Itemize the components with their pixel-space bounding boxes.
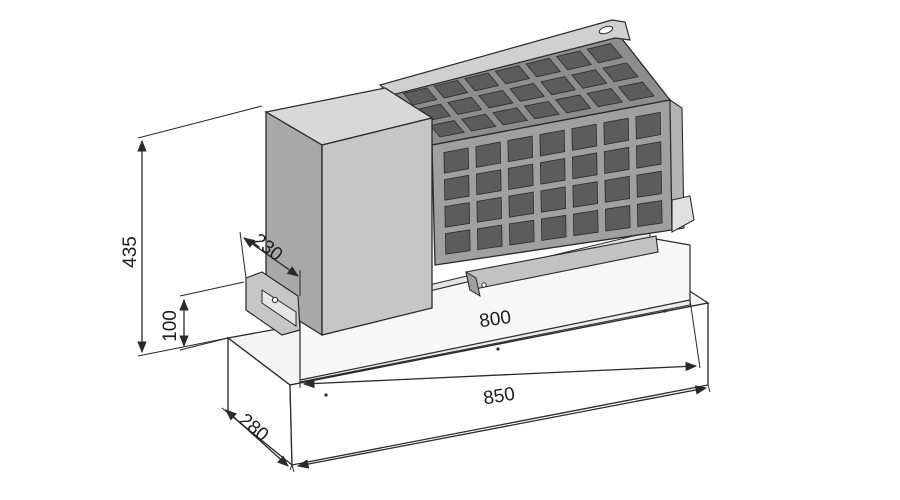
dimension-width-inner: 800 [299, 299, 701, 389]
filter-cell [586, 43, 623, 64]
filter-cell [572, 209, 599, 237]
filter-cell [475, 141, 502, 168]
dimension-height-total: 435 [120, 105, 263, 357]
filter-cell [604, 205, 631, 232]
filter-cell [636, 200, 663, 227]
filter-cell [586, 88, 624, 108]
filter-cell [635, 141, 662, 169]
filter-cell [476, 196, 503, 223]
motor-front-face [321, 117, 433, 336]
dimension-width-outer: 850 [291, 384, 711, 473]
filter-cell [402, 87, 438, 106]
filter-cell [464, 72, 500, 92]
filter-rail [465, 235, 659, 298]
filter-cell [571, 123, 598, 151]
filter-cell [475, 169, 502, 196]
filter-cell [604, 175, 631, 203]
filter-cell [492, 107, 529, 126]
label-height-base: 100 [160, 310, 181, 342]
filter-cell [603, 117, 630, 146]
filter-cell [635, 111, 662, 140]
label-width-outer: 850 [482, 384, 517, 410]
filter-cell [602, 62, 639, 83]
filter-cell [636, 170, 663, 198]
filter-grid-front [443, 111, 663, 255]
filter-cell [508, 191, 535, 218]
label-height-total: 435 [120, 236, 141, 268]
filter-cell [572, 181, 599, 208]
filter-cell [478, 89, 514, 109]
filter-cell [508, 219, 535, 246]
filter-cell [539, 158, 566, 185]
filter-cell [603, 146, 630, 174]
filter-cell [555, 50, 592, 71]
filter-housing [378, 19, 695, 266]
filter-cell [509, 83, 545, 102]
filter-cell [540, 186, 567, 213]
filter-cell [540, 214, 567, 241]
filter-cell [523, 100, 560, 120]
left-bracket [245, 271, 301, 336]
filter-cell [433, 79, 469, 99]
filter-cell [507, 163, 534, 190]
filter-cell [617, 81, 655, 102]
filter-cell [444, 202, 471, 228]
filter-cell [571, 152, 598, 180]
filter-cell [494, 65, 531, 85]
filter-cell [507, 135, 534, 163]
filter-cell [540, 76, 577, 96]
filter-cell [525, 57, 562, 78]
right-bracket [671, 195, 695, 233]
filter-cell [443, 147, 470, 174]
motor-box [264, 87, 434, 337]
filter-cell [555, 94, 592, 114]
filter-cell [460, 113, 497, 132]
filter-cell [444, 229, 471, 255]
filter-cell [443, 174, 470, 201]
dimension-height-base: 100 [160, 281, 245, 351]
filter-cell [429, 120, 465, 138]
filter-cell [539, 129, 566, 157]
filter-cell [476, 224, 503, 251]
label-width-inner: 800 [478, 307, 512, 332]
filter-cell [571, 69, 608, 89]
filter-cell [447, 96, 483, 115]
filter-grid-top [402, 43, 655, 138]
